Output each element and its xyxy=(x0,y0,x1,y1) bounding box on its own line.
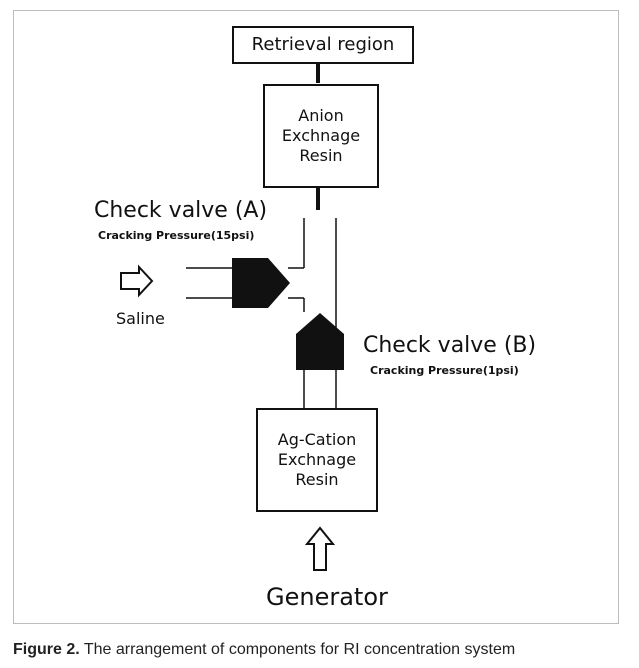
check-valve-b-subtitle: Cracking Pressure(1psi) xyxy=(370,364,519,377)
figure-caption: Figure 2. The arrangement of components … xyxy=(13,641,515,659)
figure-frame xyxy=(13,10,619,624)
figure-caption-label: Figure 2. xyxy=(13,641,80,658)
cation-exchange-resin-box: Ag-Cation Exchnage Resin xyxy=(256,408,378,512)
saline-arrow-icon xyxy=(120,264,154,298)
saline-label: Saline xyxy=(116,309,165,328)
check-valve-a-icon xyxy=(232,258,290,308)
generator-arrow-icon xyxy=(304,526,336,571)
check-valve-b-icon xyxy=(296,313,344,370)
retrieval-region-box: Retrieval region xyxy=(232,26,414,64)
check-valve-a-subtitle: Cracking Pressure(15psi) xyxy=(98,229,255,242)
anion-exchange-resin-box: Anion Exchnage Resin xyxy=(263,84,379,188)
figure-caption-text: The arrangement of components for RI con… xyxy=(79,641,516,658)
check-valve-a-title: Check valve (A) xyxy=(94,198,268,223)
check-valve-b-title: Check valve (B) xyxy=(363,333,537,358)
generator-label: Generator xyxy=(266,583,388,611)
